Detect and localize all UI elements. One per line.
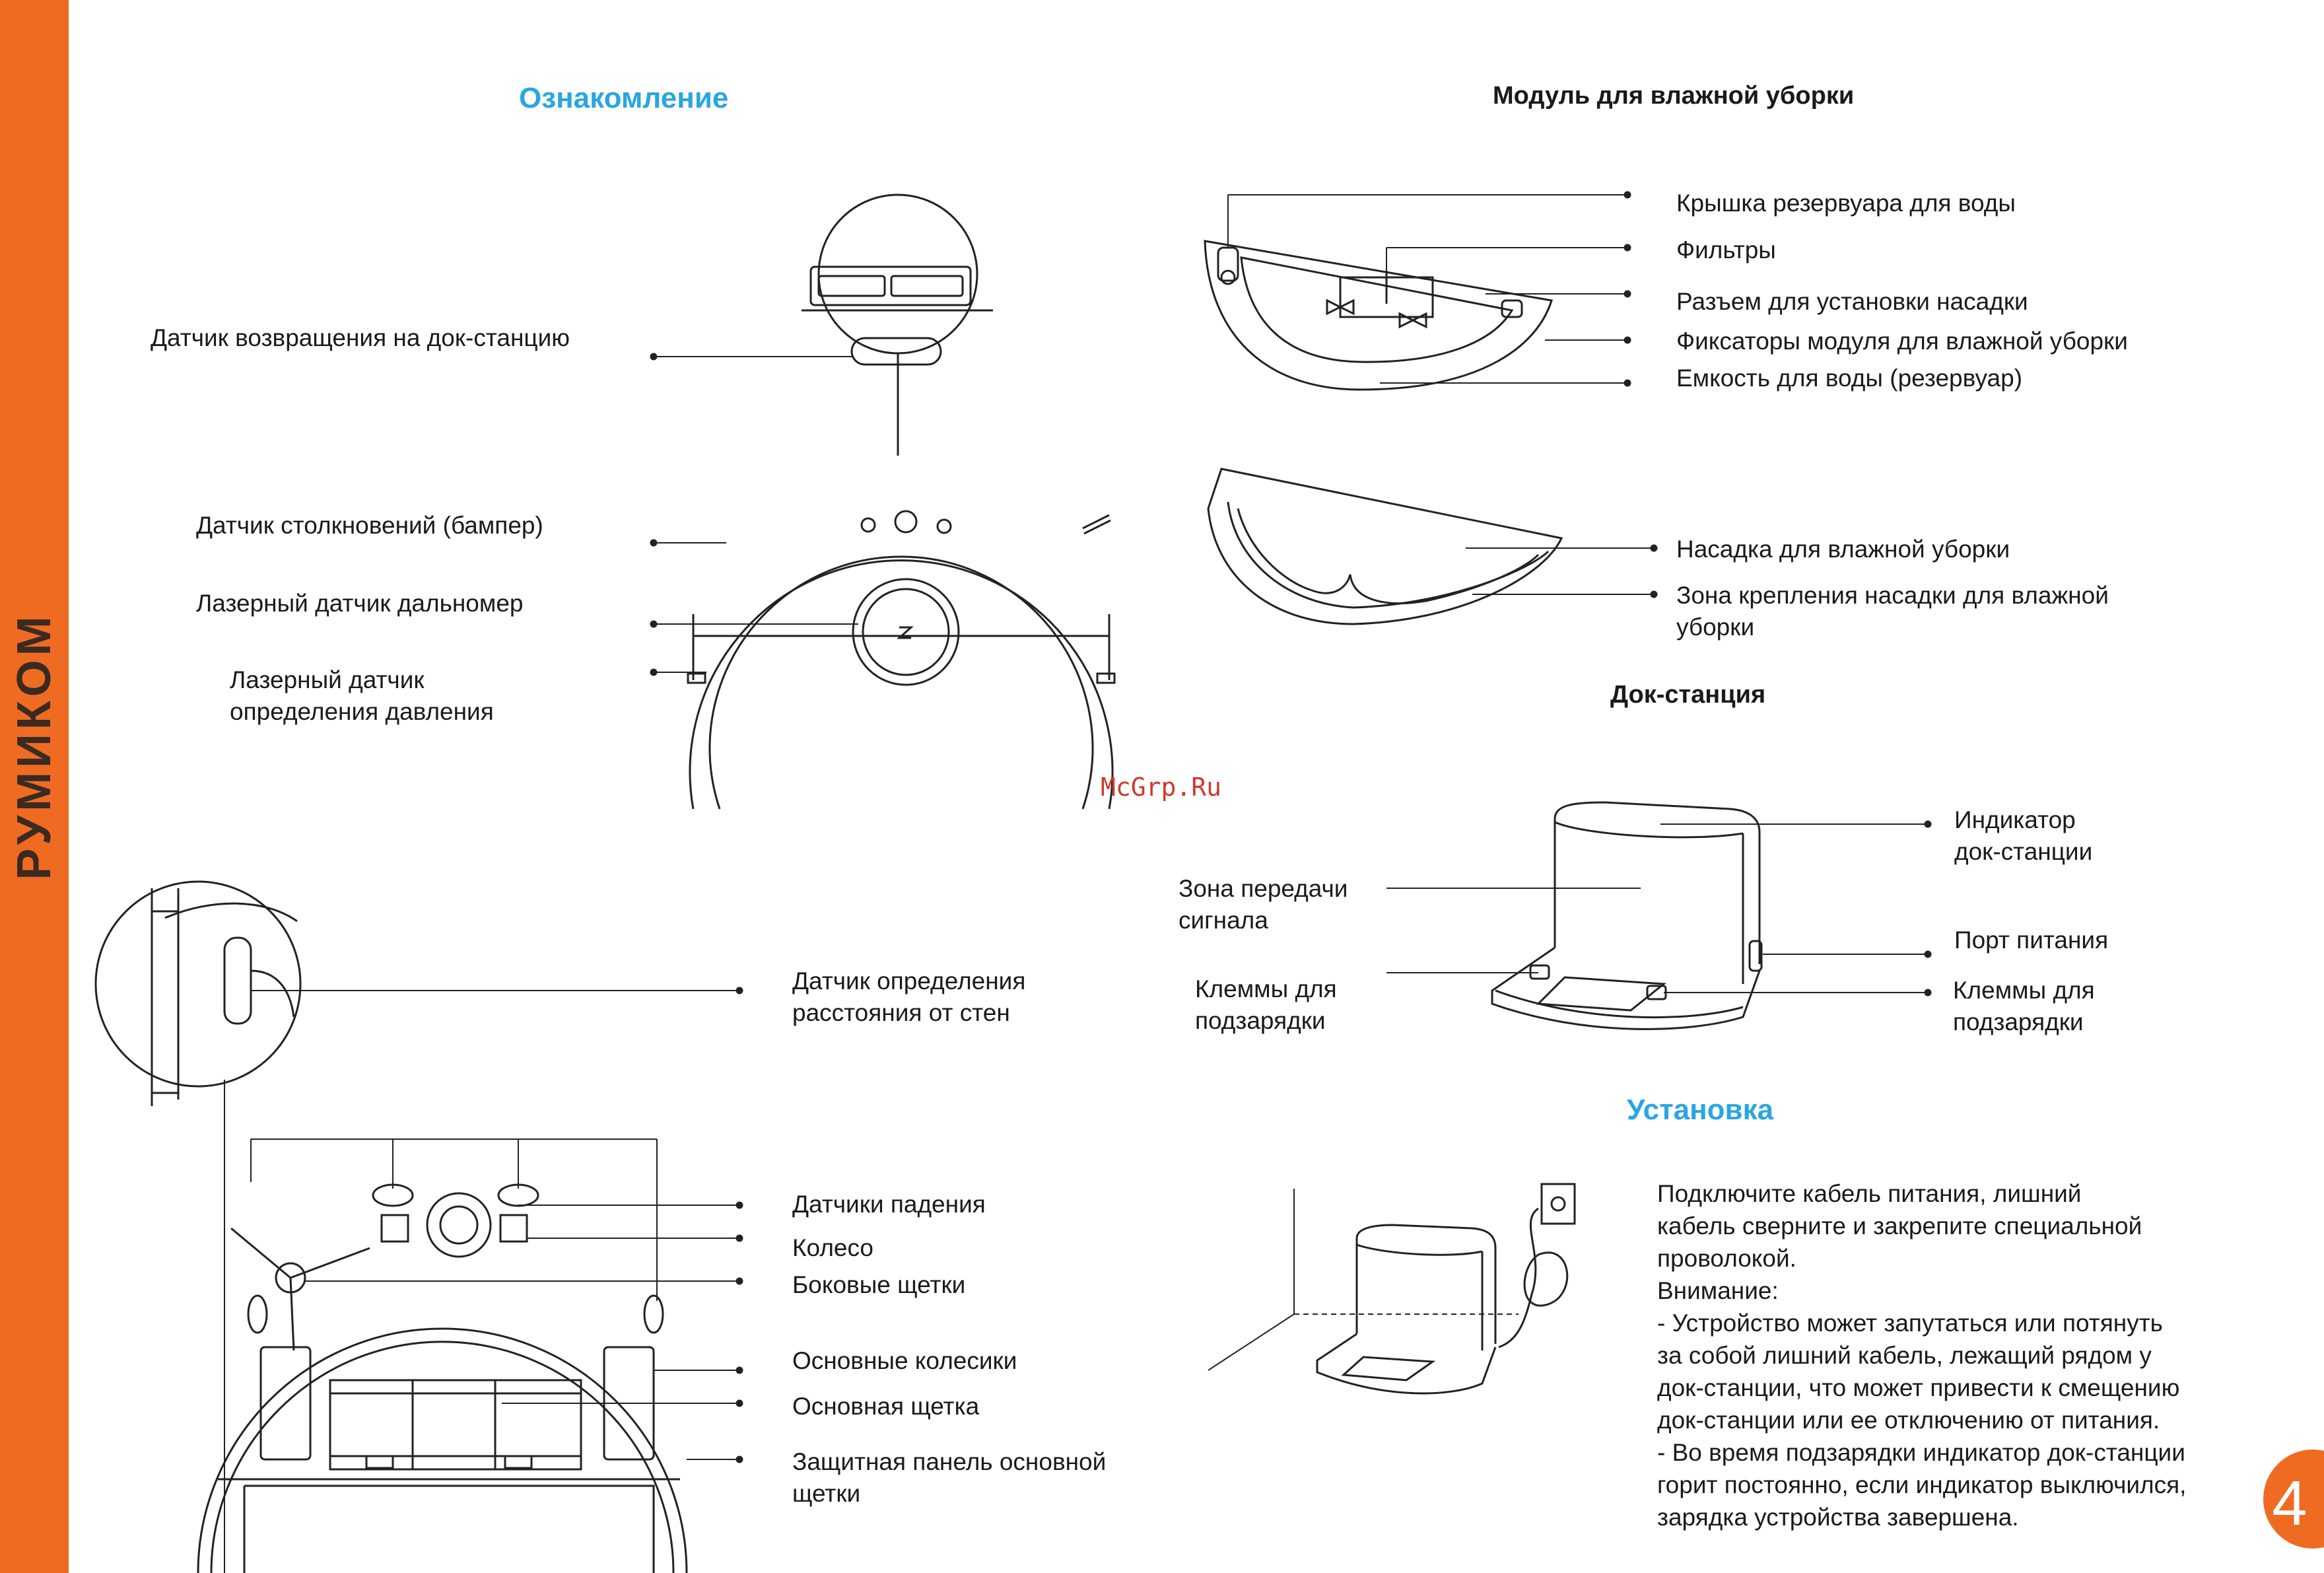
- label-wheel: Колесо: [792, 1234, 873, 1261]
- page-number: 4: [2272, 1468, 2307, 1539]
- label-main-wheels: Основные колесики: [792, 1347, 1017, 1374]
- dock-title: Док-станция: [1610, 681, 1766, 709]
- label-signal-zone: Зона передачи сигнала: [1179, 875, 1348, 934]
- label-dock-indicator: Индикатор док-станции: [1954, 806, 2093, 865]
- label-main-brush: Основная щетка: [792, 1393, 980, 1420]
- watermark: McGrp.Ru: [1101, 773, 1222, 802]
- label-side-brushes: Боковые щетки: [792, 1271, 966, 1298]
- label-laser-rangefinder: Лазерный датчик дальномер: [196, 590, 524, 617]
- label-cliff-sensors: Датчики падения: [792, 1191, 986, 1218]
- label-contacts-left: Клеммы для подзарядки: [1195, 975, 1337, 1034]
- label-wall-sensor: Датчик определения расстояния от стен: [792, 967, 1026, 1026]
- label-bumper: Датчик столкновений (бампер): [196, 512, 543, 539]
- label-brush-cover: Защитная панель основной щетки: [792, 1448, 1107, 1507]
- mop-module-title: Модуль для влажной уборки: [1493, 82, 1855, 110]
- install-instructions: Подключите кабель питания, лишний кабель…: [1657, 1180, 2187, 1531]
- label-mount-slot: Разъем для установки насадки: [1676, 288, 2028, 315]
- label-tank-lid: Крышка резервуара для воды: [1676, 190, 2016, 217]
- label-tank: Емкость для воды (резервуар): [1676, 365, 2023, 392]
- overview-title: Ознакомление: [519, 82, 729, 114]
- install-illustration: [1208, 1184, 1575, 1393]
- label-mop-pad: Насадка для влажной уборки: [1676, 536, 2010, 563]
- label-pad-mount: Зона крепления насадки для влажной уборк…: [1676, 582, 2109, 641]
- label-filters: Фильтры: [1676, 236, 1776, 263]
- label-latches: Фиксаторы модуля для влажной уборки: [1676, 328, 2128, 355]
- label-dock-return-sensor: Датчик возвращения на док-станцию: [151, 324, 570, 351]
- robot-top-illustration: [651, 195, 1114, 809]
- label-pressure-sensor: Лазерный датчик определения давления: [230, 666, 494, 725]
- label-power-port: Порт питания: [1954, 926, 2109, 954]
- robot-bottom-illustration: [96, 882, 742, 1573]
- label-contacts-right: Клеммы для подзарядки: [1953, 977, 2095, 1035]
- install-title: Установка: [1627, 1094, 1774, 1126]
- brand-side-bar: [0, 0, 69, 1573]
- dock-illustration: [1386, 802, 1931, 1029]
- mop-module-illustration: [1205, 192, 1657, 624]
